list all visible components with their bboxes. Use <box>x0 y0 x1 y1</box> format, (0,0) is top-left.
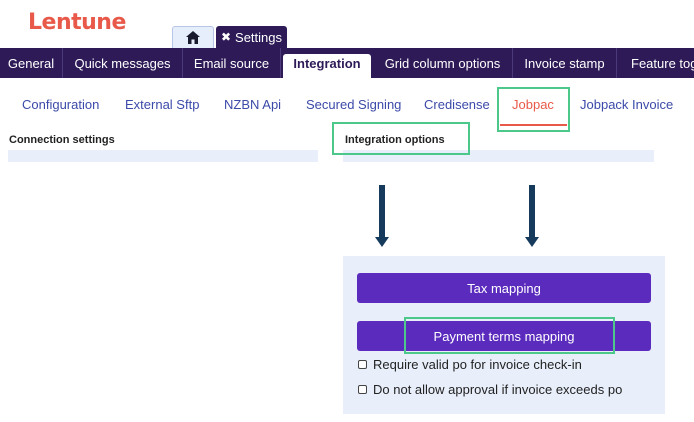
highlight-payment-terms <box>404 317 615 354</box>
highlight-jobpac <box>497 87 570 132</box>
require-valid-po-row[interactable]: Require valid po for invoice check-in <box>358 357 582 372</box>
highlight-integration-options <box>332 122 470 155</box>
subtab-external-sftp[interactable]: External Sftp <box>125 97 200 112</box>
integration-options-heading: Integration options <box>345 134 445 146</box>
tab-integration[interactable]: Integration <box>283 54 371 78</box>
subtab-secured-signing[interactable]: Secured Signing <box>306 97 402 112</box>
sub-tab-bar: Configuration External Sftp NZBN Api Sec… <box>0 85 694 125</box>
no-approval-exceeds-po-checkbox[interactable] <box>358 385 367 394</box>
require-valid-po-checkbox[interactable] <box>358 360 367 369</box>
settings-tab[interactable]: ✖ Settings <box>216 26 287 48</box>
subtab-credisense[interactable]: Credisense <box>424 97 490 112</box>
close-icon[interactable]: ✖ <box>220 30 232 44</box>
tab-quick-messages[interactable]: Quick messages <box>63 48 183 78</box>
home-icon <box>186 31 200 44</box>
no-approval-exceeds-po-row[interactable]: Do not allow approval if invoice exceeds… <box>358 382 622 397</box>
connection-settings-panel <box>8 150 318 162</box>
payment-terms-mapping-button[interactable]: Payment terms mapping <box>357 321 651 351</box>
subtab-configuration[interactable]: Configuration <box>22 97 100 112</box>
no-approval-exceeds-po-label: Do not allow approval if invoice exceeds… <box>373 382 623 397</box>
home-tab[interactable] <box>172 26 214 48</box>
tab-grid-column-options[interactable]: Grid column options <box>373 48 513 78</box>
app-logo: Lentune <box>28 10 126 35</box>
tab-general[interactable]: General <box>0 48 63 78</box>
active-subtab-underline <box>500 124 567 126</box>
settings-tab-label: Settings <box>235 29 283 45</box>
subtab-nzbn-api[interactable]: NZBN Api <box>224 97 282 112</box>
tab-feature-toggles[interactable]: Feature tog <box>631 56 694 71</box>
main-tab-bar: General Quick messages Email source Inte… <box>0 48 694 78</box>
subtab-jobpac[interactable]: Jobpac <box>512 97 554 112</box>
tax-mapping-button[interactable]: Tax mapping <box>357 273 651 303</box>
tab-email-source[interactable]: Email source <box>183 48 281 78</box>
subtab-jobpack-invoice[interactable]: Jobpack Invoice <box>580 97 674 112</box>
require-valid-po-label: Require valid po for invoice check-in <box>373 357 582 372</box>
connection-settings-heading: Connection settings <box>9 134 115 146</box>
tab-invoice-stamp[interactable]: Invoice stamp <box>513 48 617 78</box>
